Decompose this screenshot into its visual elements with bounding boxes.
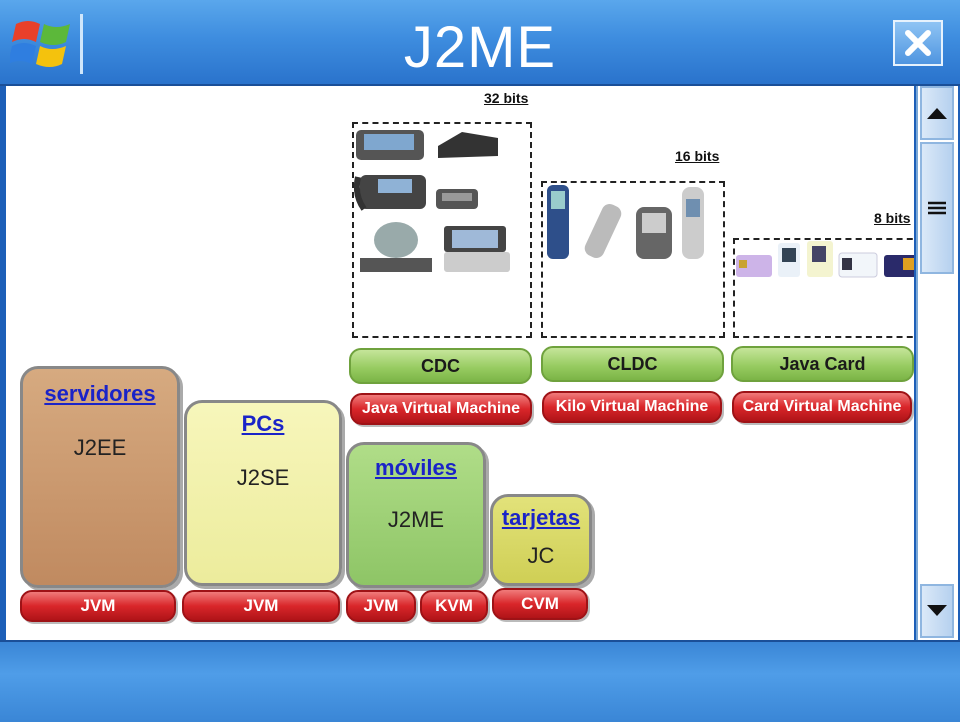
link-servidores[interactable]: servidores <box>44 381 156 406</box>
badge-card-image <box>806 241 833 277</box>
bits-label-card: 8 bits <box>874 210 911 226</box>
cldc-devices-box <box>541 181 725 338</box>
edition-j2me: J2ME <box>387 507 445 532</box>
bits-label-cdc: 32 bits <box>484 90 529 106</box>
vm-jvm-pcs: JVM <box>182 590 340 622</box>
arrow-up-icon <box>927 108 947 119</box>
window-title: J2ME <box>403 15 557 80</box>
bits-label-cldc: 16 bits <box>675 148 720 164</box>
config-cldc: CLDC <box>541 346 724 382</box>
mobile-phone-image <box>585 204 622 258</box>
arrow-down-icon <box>927 605 947 616</box>
vm-kilo-virtual-machine: Kilo Virtual Machine <box>542 391 722 423</box>
scroll-down-button[interactable] <box>920 584 954 638</box>
candybar-phone-image <box>682 187 705 259</box>
status-bar <box>0 640 960 722</box>
scroll-thumb[interactable] <box>920 142 954 274</box>
vm-cvm-tarjetas: CVM <box>492 588 588 620</box>
scroll-up-button[interactable] <box>920 86 954 140</box>
vm-java-virtual-machine: Java Virtual Machine <box>350 393 532 425</box>
sun-card-image <box>838 252 878 278</box>
platform-tarjetas: tarjetas JC <box>490 494 592 586</box>
link-moviles[interactable]: móviles <box>375 455 457 480</box>
diagram-area: 32 bits 16 bits 8 bits CDC CLDC Java Car… <box>6 86 914 640</box>
desk-phone-image <box>353 175 426 211</box>
vm-kvm-moviles: KVM <box>420 590 488 622</box>
vm-jvm-moviles: JVM <box>346 590 416 622</box>
vertical-scrollbar[interactable] <box>916 86 958 640</box>
pda-device-image <box>444 226 511 272</box>
edition-j2se: J2SE <box>236 465 290 490</box>
link-pcs[interactable]: PCs <box>241 411 285 436</box>
config-javacard: Java Card <box>731 346 914 382</box>
close-icon <box>905 30 931 56</box>
pager-device-image <box>436 189 479 209</box>
javacard-devices-box <box>733 238 914 338</box>
link-tarjetas[interactable]: tarjetas <box>501 505 581 530</box>
flip-phone-image <box>547 185 569 259</box>
smart-card-image <box>736 255 772 277</box>
grip-icon <box>928 201 946 215</box>
platform-moviles: móviles J2ME <box>346 442 486 588</box>
java-card-image <box>883 255 914 277</box>
edition-j2ee: J2EE <box>73 435 127 460</box>
title-divider <box>80 14 83 74</box>
vm-jvm-servidores: JVM <box>20 590 176 622</box>
smartphone-image <box>635 207 672 259</box>
cdc-devices-box <box>352 122 532 338</box>
satellite-receiver-image <box>360 222 432 272</box>
windows-logo-icon <box>10 21 70 67</box>
close-button[interactable] <box>893 20 943 66</box>
config-cdc: CDC <box>349 348 532 384</box>
id-card-image <box>778 243 801 277</box>
platform-pcs: PCs J2SE <box>184 400 342 586</box>
fax-device-image <box>438 132 499 158</box>
edition-jc: JC <box>527 543 555 568</box>
platform-servidores: servidores J2EE <box>20 366 180 588</box>
title-bar: J2ME <box>0 0 960 86</box>
communicator-device-image <box>356 130 424 160</box>
vm-card-virtual-machine: Card Virtual Machine <box>732 391 912 423</box>
